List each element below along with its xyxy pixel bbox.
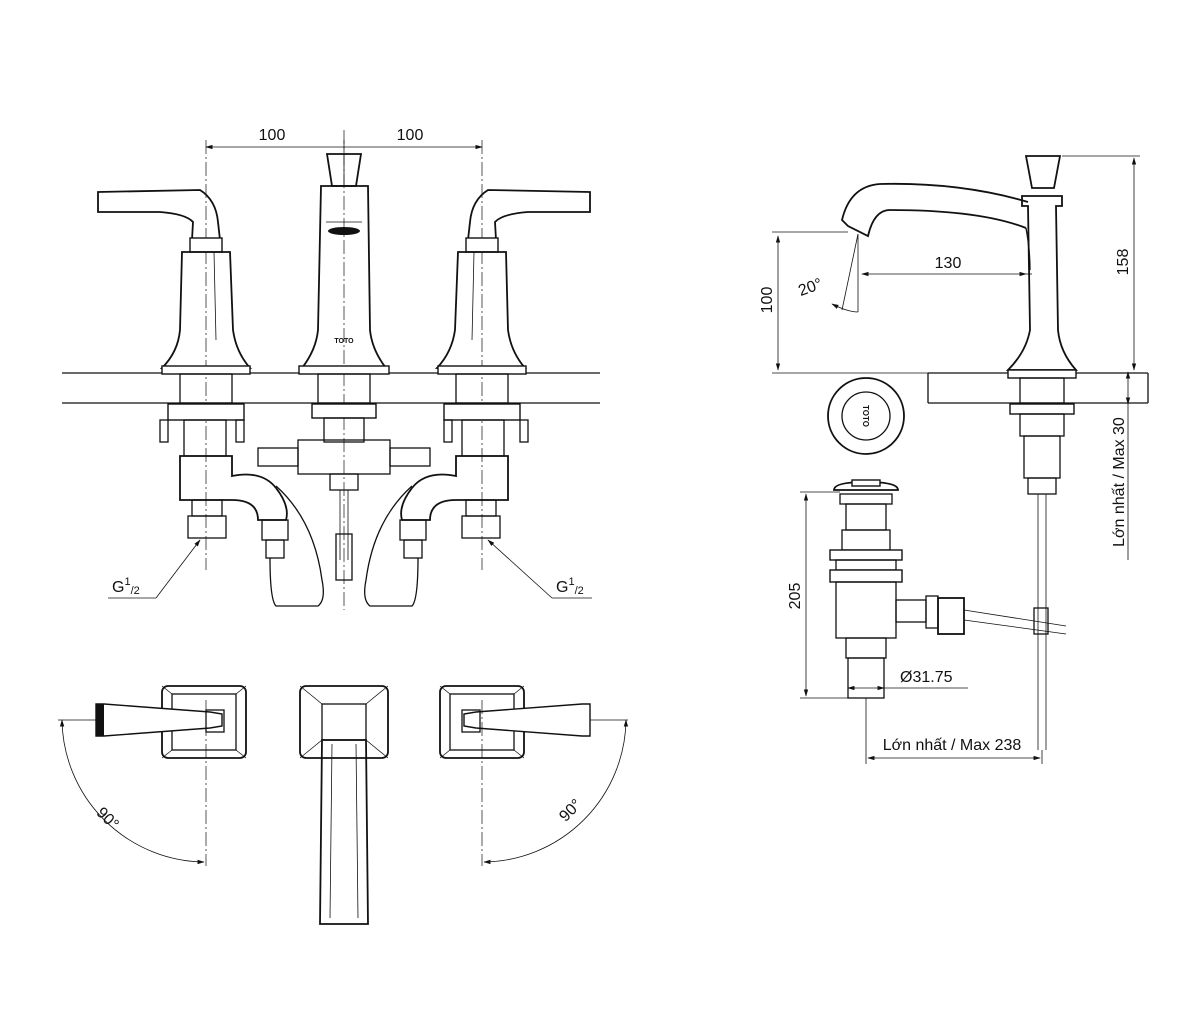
front-view: 100 100 TOTO xyxy=(62,127,600,610)
left-valve-body xyxy=(159,403,324,607)
plan-view: 90° 90° xyxy=(58,685,629,925)
right-handle xyxy=(434,189,591,369)
plan-left-handle xyxy=(95,685,247,759)
spout-angle-label: 20° xyxy=(796,276,825,300)
thread-right-label: G1/2 xyxy=(556,576,584,597)
pop-up-waste xyxy=(829,479,1067,699)
total-height-label: 158 xyxy=(1115,249,1132,276)
cap-brand-mark: TOTO xyxy=(861,405,870,427)
angle-left-label: 90° xyxy=(93,804,122,833)
left-handle xyxy=(97,189,252,369)
side-view: 158 Lớn nhất / Max 30 100 130 20° TOTO xyxy=(759,155,1149,764)
plan-right-handle xyxy=(439,685,591,759)
thread-left-label: G1/2 xyxy=(112,576,140,597)
spout-height-label: 100 xyxy=(759,287,776,314)
side-faucet xyxy=(841,155,1079,404)
front-brand-mark: TOTO xyxy=(334,338,354,345)
spacing-right-label: 100 xyxy=(397,127,424,144)
rod-length-label: Lớn nhất / Max 238 xyxy=(883,737,1022,754)
waste-height-label: 205 xyxy=(787,583,804,610)
spacing-left-label: 100 xyxy=(259,127,286,144)
right-valve-body xyxy=(364,403,529,607)
drain-cap: TOTO xyxy=(827,377,905,455)
reach-label: 130 xyxy=(935,255,962,272)
deck-thickness-label: Lớn nhất / Max 30 xyxy=(1111,417,1128,547)
angle-right-label: 90° xyxy=(556,796,585,825)
center-tee xyxy=(257,403,431,581)
waste-diameter-label: Ø31.75 xyxy=(900,669,953,686)
plan-spout xyxy=(299,685,389,925)
